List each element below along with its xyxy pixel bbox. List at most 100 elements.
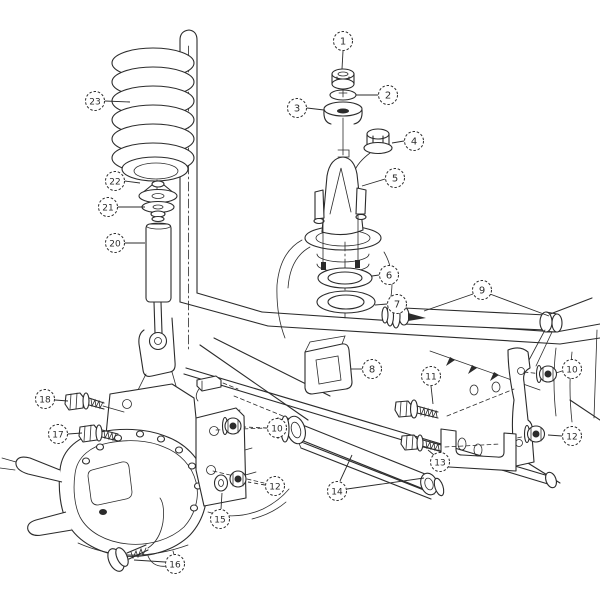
callout-circle — [85, 91, 105, 111]
callout-number: 14 — [331, 487, 343, 497]
callout-leader — [247, 481, 266, 486]
callout-2: 2 — [356, 85, 398, 105]
callout-21: 21 — [98, 197, 145, 217]
flange-nut-upper-front — [215, 416, 268, 436]
callout-18: 18 — [35, 389, 69, 409]
bump-stop-bracket — [304, 335, 353, 395]
callout-number: 16 — [169, 560, 181, 570]
callout-16: 16 — [133, 554, 185, 574]
bolt-axle-lower — [78, 424, 119, 443]
callout-leader — [341, 50, 344, 70]
callout-leader — [374, 303, 388, 306]
callout-number: 4 — [411, 136, 417, 147]
shock-tower-bracket — [313, 149, 367, 270]
callout-circle — [362, 359, 382, 379]
jounce-bumper — [138, 180, 178, 204]
callout-number: 2 — [385, 90, 391, 101]
callout-23: 23 — [85, 91, 131, 111]
callout-number: 17 — [52, 430, 63, 440]
callout-leader — [124, 180, 141, 184]
flange-nut-lower-front — [229, 470, 247, 488]
callout-leader — [489, 293, 550, 317]
callout-9: 9 — [423, 280, 550, 317]
callout-1: 1 — [333, 31, 353, 70]
callout-5: 5 — [361, 168, 405, 188]
callout-14: 14 — [327, 454, 425, 501]
callout-leader — [133, 559, 166, 563]
callout-leader — [547, 434, 563, 437]
callout-leader — [555, 370, 563, 374]
spring-isolator-lower — [316, 290, 376, 314]
callout-number: 12 — [269, 482, 280, 492]
callout-number: 10 — [271, 424, 283, 434]
callout-circle — [287, 98, 307, 118]
callout-10: 10 — [243, 418, 287, 438]
callout-circle — [165, 554, 185, 574]
shock-mount-nut — [331, 68, 355, 90]
callout-circle — [562, 426, 582, 446]
callout-20: 20 — [105, 233, 145, 253]
callout-number: 22 — [109, 177, 120, 187]
differential-housing — [0, 383, 290, 567]
callout-circle — [385, 168, 405, 188]
callout-circle — [421, 366, 441, 386]
callout-10: 10 — [555, 359, 582, 379]
callout-7: 7 — [374, 294, 407, 314]
callout-number: 8 — [369, 364, 375, 375]
bolt-skid — [107, 497, 164, 572]
callout-15: 15 — [210, 492, 230, 529]
callout-leader — [306, 107, 325, 111]
callout-leader — [361, 178, 386, 187]
callout-circle — [333, 31, 353, 51]
callout-number: 11 — [425, 372, 436, 382]
callout-circle — [430, 452, 450, 472]
callout-11: 11 — [421, 366, 441, 405]
callout-number: 6 — [386, 270, 392, 281]
callout-leader — [423, 293, 474, 312]
spring-isolator-washer — [141, 200, 175, 223]
callout-number: 20 — [109, 239, 121, 249]
callout-circle — [404, 131, 424, 151]
callout-leader — [220, 492, 223, 510]
callout-number: 21 — [102, 203, 113, 213]
callout-circle — [98, 197, 118, 217]
callout-12: 12 — [247, 476, 285, 496]
callout-number: 7 — [394, 299, 400, 310]
callout-number: 15 — [214, 515, 225, 525]
frame-u-bracket — [440, 428, 517, 472]
callout-leader — [54, 399, 69, 402]
callout-number: 13 — [434, 458, 445, 468]
shock-mount-retainer — [323, 101, 363, 156]
callout-circle — [327, 481, 347, 501]
callout-8: 8 — [351, 359, 382, 379]
coil-spring — [111, 47, 195, 192]
callout-6: 6 — [371, 265, 399, 285]
callout-number: 10 — [566, 365, 578, 375]
callout-number: 9 — [479, 285, 485, 296]
callout-22: 22 — [105, 171, 141, 191]
spring-isolator-upper — [317, 267, 373, 289]
callout-leader — [346, 477, 425, 490]
callout-circle — [378, 85, 398, 105]
callout-leader — [243, 426, 268, 429]
callout-13: 13 — [427, 449, 450, 472]
flange-nut-lower-rear — [503, 424, 546, 444]
frame-rail — [179, 29, 600, 484]
callout-circle — [265, 476, 285, 496]
callout-number: 5 — [392, 173, 398, 184]
flange-nut-upper-rear — [523, 364, 558, 384]
callout-circle — [105, 171, 125, 191]
callout-leader — [67, 432, 83, 435]
callout-circle — [210, 509, 230, 529]
callout-number: 1 — [340, 36, 346, 47]
callout-circle — [267, 418, 287, 438]
bolt-lower-arm-rear — [400, 434, 501, 452]
shock-mount-washer — [329, 88, 357, 101]
callout-3: 3 — [287, 98, 325, 118]
callout-4: 4 — [391, 131, 424, 151]
washer-lower-front — [212, 470, 265, 492]
callout-17: 17 — [48, 424, 83, 444]
